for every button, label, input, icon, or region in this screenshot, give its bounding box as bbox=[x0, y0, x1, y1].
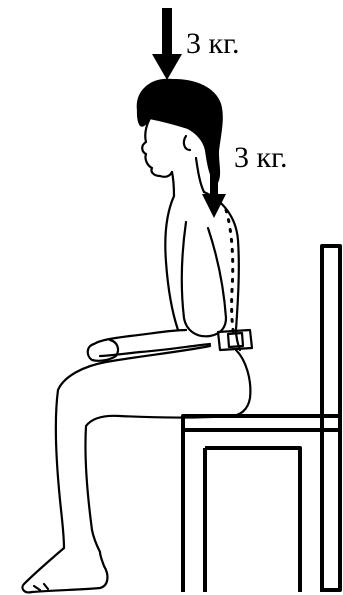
belt bbox=[218, 330, 252, 350]
chair bbox=[183, 246, 340, 592]
ear bbox=[184, 136, 190, 150]
head-load-label: 3 кг. bbox=[186, 29, 240, 59]
calf-back bbox=[85, 426, 100, 552]
torso-back bbox=[204, 192, 240, 350]
neck bbox=[172, 158, 204, 196]
chair-seat-box bbox=[205, 448, 300, 592]
head-load-arrow bbox=[152, 8, 182, 80]
head bbox=[142, 118, 172, 177]
shin-front bbox=[56, 390, 64, 548]
spine bbox=[226, 210, 234, 336]
toes bbox=[34, 584, 48, 590]
hip bbox=[230, 350, 250, 416]
torso-front bbox=[165, 196, 178, 330]
forearm bbox=[94, 330, 210, 356]
hair bbox=[138, 80, 222, 184]
thigh-bottom bbox=[86, 416, 230, 426]
back-load-label: 3 кг. bbox=[234, 143, 288, 173]
upper-arm bbox=[182, 222, 226, 336]
hand bbox=[88, 340, 118, 361]
